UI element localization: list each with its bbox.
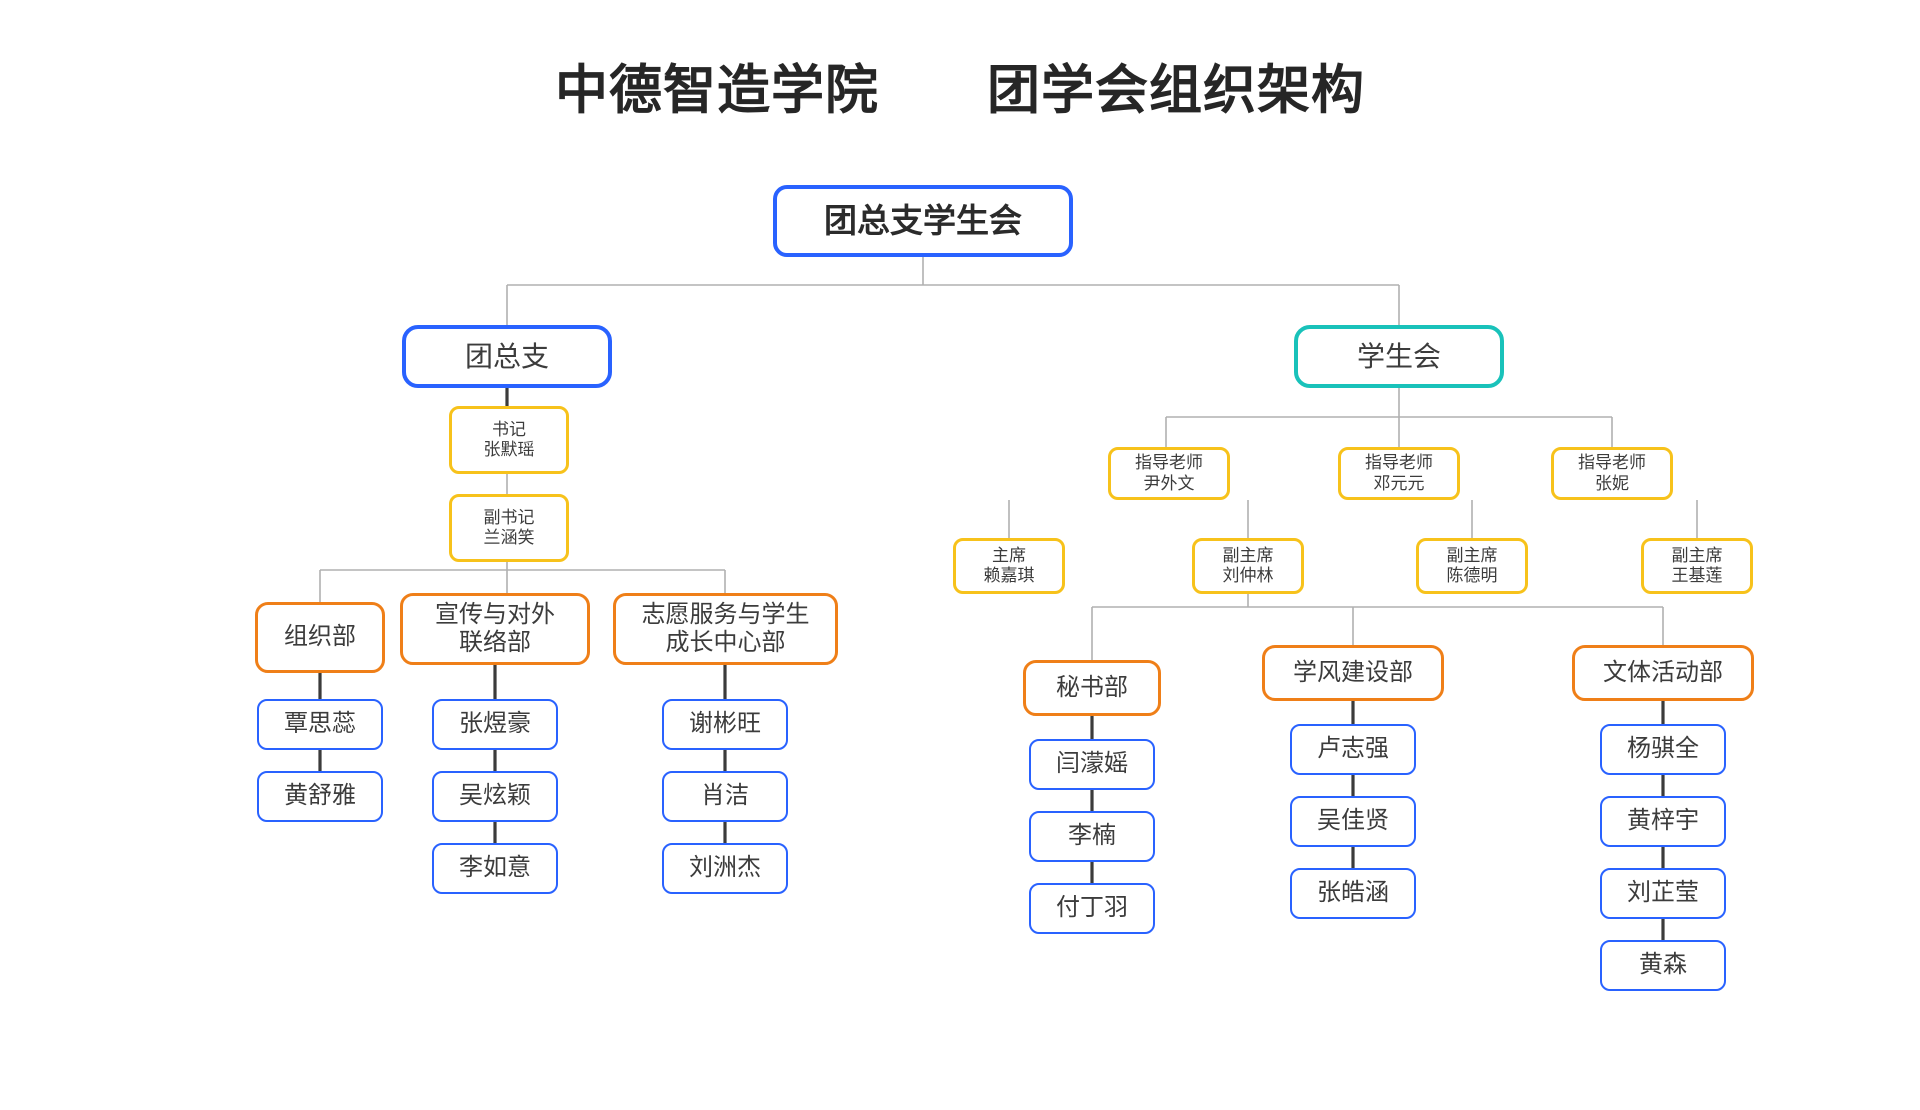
member-item[interactable]: 吴炫颖: [432, 771, 558, 822]
dept-volunteer-growth[interactable]: 志愿服务与学生 成长中心部: [613, 593, 838, 665]
node-vice-chair-2[interactable]: 副主席 陈德明: [1416, 538, 1528, 594]
member-item[interactable]: 杨骐全: [1600, 724, 1726, 775]
member-item[interactable]: 刘洲杰: [662, 843, 788, 894]
node-chairperson[interactable]: 主席 赖嘉琪: [953, 538, 1065, 594]
node-advisor-1[interactable]: 指导老师 尹外文: [1108, 447, 1230, 500]
dept-secretariat[interactable]: 秘书部: [1023, 660, 1161, 716]
member-item[interactable]: 李如意: [432, 843, 558, 894]
node-advisor-3[interactable]: 指导老师 张妮: [1551, 447, 1673, 500]
node-root-union[interactable]: 团总支学生会: [773, 185, 1073, 257]
member-item[interactable]: 谢彬旺: [662, 699, 788, 750]
member-item[interactable]: 黄梓宇: [1600, 796, 1726, 847]
member-item[interactable]: 卢志强: [1290, 724, 1416, 775]
member-item[interactable]: 黄舒雅: [257, 771, 383, 822]
member-item[interactable]: 覃思蕊: [257, 699, 383, 750]
member-item[interactable]: 吴佳贤: [1290, 796, 1416, 847]
dept-academic-style[interactable]: 学风建设部: [1262, 645, 1444, 701]
member-item[interactable]: 张皓涵: [1290, 868, 1416, 919]
node-deputy-secretary[interactable]: 副书记 兰涵笑: [449, 494, 569, 562]
member-item[interactable]: 付丁羽: [1029, 883, 1155, 934]
page-title: 中德智造学院 团学会组织架构: [555, 61, 1365, 120]
member-item[interactable]: 李楠: [1029, 811, 1155, 862]
dept-culture-sports[interactable]: 文体活动部: [1572, 645, 1754, 701]
node-secretary[interactable]: 书记 张默瑶: [449, 406, 569, 474]
dept-publicity-liaison[interactable]: 宣传与对外 联络部: [400, 593, 590, 665]
member-item[interactable]: 黄森: [1600, 940, 1726, 991]
dept-organization[interactable]: 组织部: [255, 602, 385, 673]
node-advisor-2[interactable]: 指导老师 邓元元: [1338, 447, 1460, 500]
member-item[interactable]: 闫濛媱: [1029, 739, 1155, 790]
node-vice-chair-1[interactable]: 副主席 刘仲林: [1192, 538, 1304, 594]
node-vice-chair-3[interactable]: 副主席 王基莲: [1641, 538, 1753, 594]
member-item[interactable]: 肖洁: [662, 771, 788, 822]
node-tuanzongzhi[interactable]: 团总支: [402, 325, 612, 388]
member-item[interactable]: 张煜豪: [432, 699, 558, 750]
node-student-union[interactable]: 学生会: [1294, 325, 1504, 388]
member-item[interactable]: 刘芷莹: [1600, 868, 1726, 919]
